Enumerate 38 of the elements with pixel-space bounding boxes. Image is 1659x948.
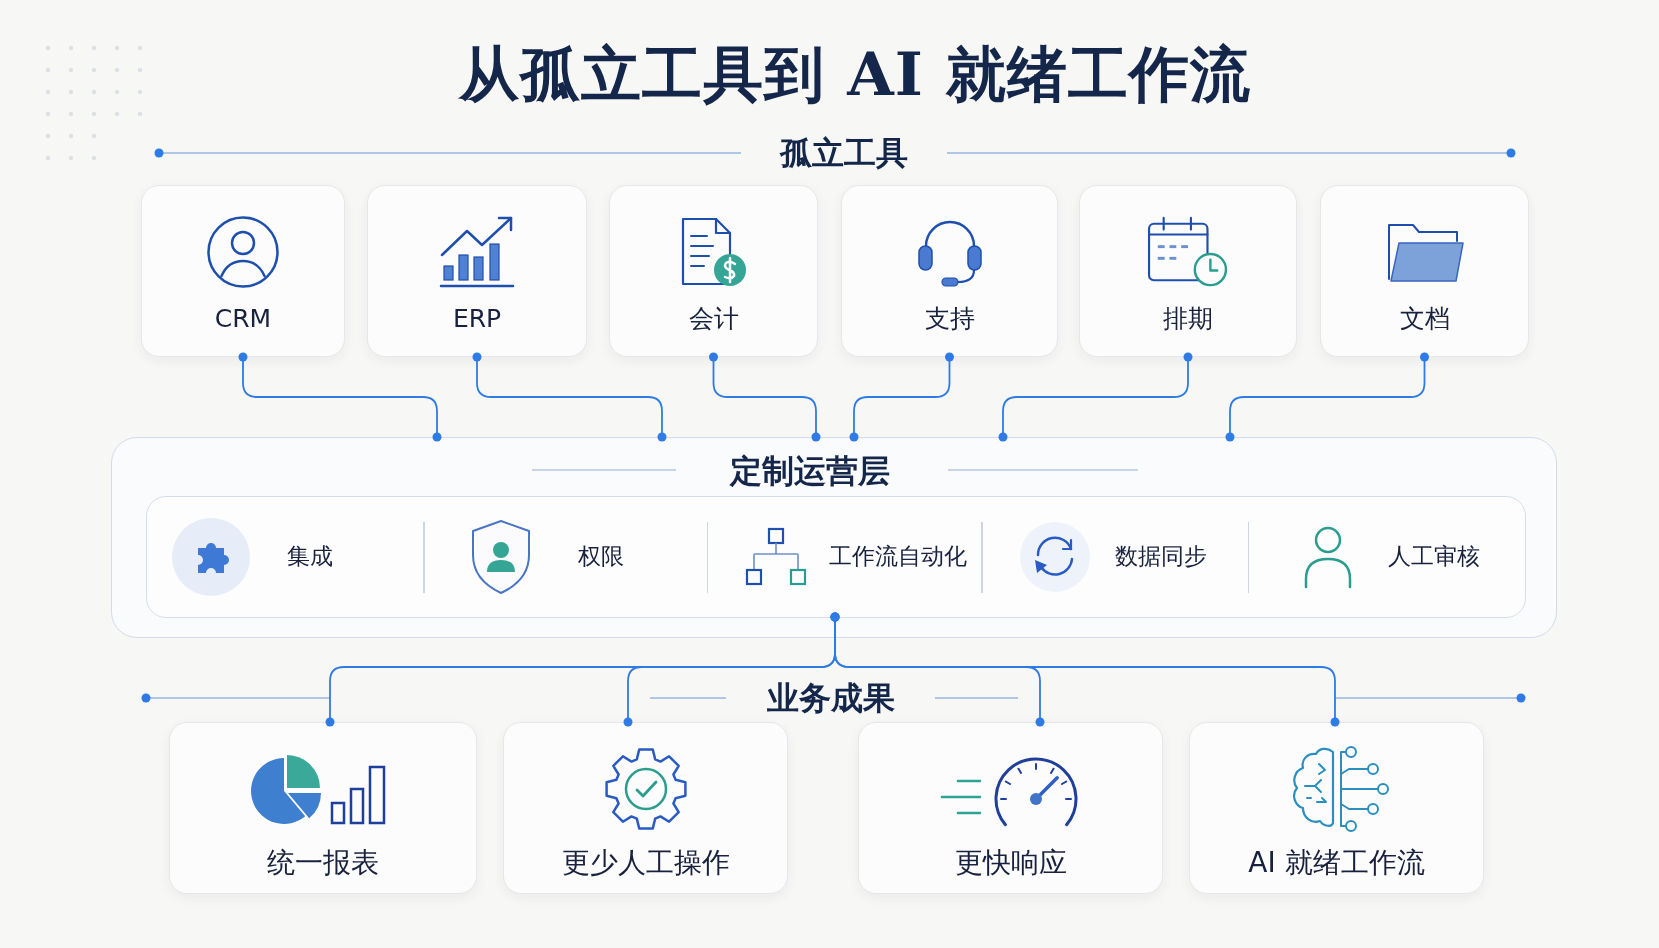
outcome-card xyxy=(503,722,788,894)
layer-panel xyxy=(111,437,1557,638)
capability-label: 集成 xyxy=(287,543,333,571)
tool-card xyxy=(1079,185,1297,357)
card-label: ERP xyxy=(452,304,502,334)
card-label: 文档 xyxy=(1399,304,1450,334)
card-label: 更快响应 xyxy=(954,846,1067,880)
capability-strip xyxy=(146,496,1526,618)
connector xyxy=(238,352,442,442)
connector xyxy=(849,352,954,442)
card-label: 支持 xyxy=(924,304,975,334)
tool-card xyxy=(367,185,587,357)
tool-card xyxy=(841,185,1058,357)
card-label: CRM xyxy=(214,304,272,334)
card-label: AI 就绪工作流 xyxy=(1248,846,1425,880)
card-label: 会计 xyxy=(688,304,739,334)
outcome-card xyxy=(1189,722,1484,894)
card-label: 更少人工操作 xyxy=(561,846,730,880)
card-label: 排期 xyxy=(1163,304,1213,334)
connector xyxy=(1225,352,1429,442)
card-label: 统一报表 xyxy=(267,846,379,880)
section-heading: 孤立工具 xyxy=(780,133,908,173)
capability-label: 人工审核 xyxy=(1388,543,1480,571)
tool-card xyxy=(141,185,345,357)
tool-card xyxy=(1320,185,1529,357)
outcome-card xyxy=(858,722,1163,894)
capability-label: 工作流自动化 xyxy=(829,543,967,571)
diagram-title: 从孤立工具到 AI 就绪工作流 xyxy=(459,39,1251,109)
connector xyxy=(472,352,667,442)
tool-card xyxy=(609,185,818,357)
connector xyxy=(709,352,821,442)
section-heading: 业务成果 xyxy=(767,678,895,718)
capability-label: 权限 xyxy=(577,543,624,571)
connector xyxy=(830,612,1340,727)
capability-label: 数据同步 xyxy=(1114,543,1207,571)
outcome-card xyxy=(169,722,477,894)
panel-heading: 定制运营层 xyxy=(730,451,890,491)
connector xyxy=(998,352,1193,442)
